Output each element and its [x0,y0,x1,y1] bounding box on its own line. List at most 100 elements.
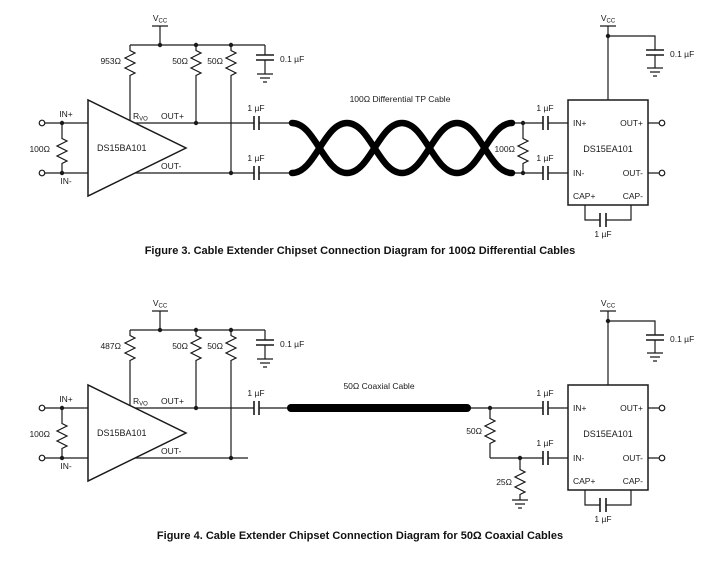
fig3-rx-out-minus-label: OUT- [623,168,643,178]
fig3-capacitor-plates [253,49,664,227]
fig3-out2-resistor-label: 50Ω [207,56,223,66]
fig3-input-pos-terminal [38,119,46,127]
fig3-gain-resistor-label: 953Ω [100,56,121,66]
fig4-ground-left-icon [256,358,274,368]
rvo-main: R [133,396,139,406]
fig3-termination-resistor-label: 100Ω [494,144,515,154]
fig3-input-resistor [56,134,68,166]
fig3-couple-cap-bottom-label: 1 µF [247,153,264,163]
fig4-rx-in-minus-label: IN- [573,453,585,463]
vcc-sub: CC [607,304,616,310]
fig3-vcc-right-label: VCC [601,13,616,25]
fig4-input-resistor [56,419,68,451]
fig3-driver-triangle [87,98,188,198]
fig3-receiver-name: DS15EA101 [583,144,633,154]
fig4-vcc-left-label: VCC [153,298,168,310]
fig4-ground-bias-icon [511,499,529,509]
figure4-diagram: VCC 487Ω 50Ω 50Ω 0.1 µF IN+ IN- 100Ω RVO… [29,298,694,542]
fig3-output-pos-terminal [658,119,666,127]
fig3-rx-cap-top-label: 1 µF [536,103,553,113]
vcc-main: V [601,298,607,308]
vcc-main: V [153,298,159,308]
fig4-rx-cap-bottom-label: 1 µF [536,438,553,448]
fig3-rx-in-minus-label: IN- [573,168,585,178]
fig4-rx-out-minus-label: OUT- [623,453,643,463]
rvo-sub: VO [139,117,148,123]
fig4-out1-resistor-label: 50Ω [172,341,188,351]
fig4-ground-right-icon [646,352,664,362]
vcc-sub: CC [159,304,168,310]
fig3-vcc-left-label: VCC [153,13,168,25]
fig4-out-minus-label: OUT- [161,446,181,456]
fig4-rx-cap-top-label: 1 µF [536,388,553,398]
fig3-output-neg-terminal [658,169,666,177]
fig3-input-neg-terminal [38,169,46,177]
fig4-gain-resistor [124,331,136,363]
fig4-input-resistor-label: 100Ω [29,429,50,439]
vcc-main: V [153,13,159,23]
fig3-caption: Figure 3. Cable Extender Chipset Connect… [145,245,576,257]
fig3-termination-resistor [517,134,529,166]
fig4-output-neg-terminal [658,454,666,462]
fig3-ground-right-icon [646,67,664,77]
fig4-driver-triangle [87,383,188,483]
fig4-rx-cap-plus-label: CAP+ [573,476,595,486]
fig4-rvo-label: RVO [133,396,148,408]
fig3-input-resistor-label: 100Ω [29,144,50,154]
fig4-input-neg-terminal [38,454,46,462]
fig3-pump-cap-label: 1 µF [594,229,611,239]
vcc-main: V [601,13,607,23]
fig4-in-minus-label: IN- [60,461,72,471]
rvo-sub: VO [139,402,148,408]
fig4-couple-cap-top-label: 1 µF [247,388,264,398]
fig3-rvo-label: RVO [133,111,148,123]
fig4-vcc-right-label: VCC [601,298,616,310]
fig3-in-plus-label: IN+ [59,109,73,119]
fig3-rx-cap-plus-label: CAP+ [573,191,595,201]
vcc-sub: CC [607,19,616,25]
fig4-bias-resistor [514,465,526,497]
fig3-receiver-box [567,99,649,206]
fig4-capacitor-plates [253,334,664,512]
fig4-out-plus-label: OUT+ [161,396,184,406]
fig3-out1-resistor [190,46,202,78]
fig3-bypass-cap-right-label: 0.1 µF [670,49,694,59]
fig4-termination-resistor [484,414,496,446]
fig3-rx-in-plus-label: IN+ [573,118,587,128]
fig3-bypass-cap-left-label: 0.1 µF [280,54,304,64]
fig3-out2-resistor [225,46,237,78]
fig4-rx-out-plus-label: OUT+ [620,403,643,413]
fig4-receiver-name: DS15EA101 [583,429,633,439]
fig4-output-pos-terminal [658,404,666,412]
fig4-driver-name: DS15BA101 [97,428,147,438]
figure3-diagram: VCC 953Ω 50Ω 50Ω 0.1 µF IN+ IN- 100Ω RVO… [29,13,694,257]
fig3-cable-label: 100Ω Differential TP Cable [350,94,451,104]
fig3-driver-name: DS15BA101 [97,143,147,153]
fig4-pump-cap-label: 1 µF [594,514,611,524]
fig4-bypass-cap-right-label: 0.1 µF [670,334,694,344]
fig4-out2-resistor-label: 50Ω [207,341,223,351]
fig3-out-plus-label: OUT+ [161,111,184,121]
fig3-out-minus-label: OUT- [161,161,181,171]
fig3-twisted-pair-cable-strand-a [288,119,516,177]
fig4-cable-label: 50Ω Coaxial Cable [343,381,414,391]
fig4-gain-resistor-label: 487Ω [100,341,121,351]
fig3-in-minus-label: IN- [60,176,72,186]
fig4-receiver-box [567,384,649,491]
fig3-gain-resistor [124,46,136,78]
fig3-rx-cap-bottom-label: 1 µF [536,153,553,163]
fig3-out1-resistor-label: 50Ω [172,56,188,66]
fig3-couple-cap-top-label: 1 µF [247,103,264,113]
fig4-in-plus-label: IN+ [59,394,73,404]
rvo-main: R [133,111,139,121]
fig4-rx-in-plus-label: IN+ [573,403,587,413]
fig3-rx-cap-minus-label: CAP- [623,191,643,201]
fig4-termination-resistor-label: 50Ω [466,426,482,436]
vcc-sub: CC [159,19,168,25]
fig4-bypass-cap-left-label: 0.1 µF [280,339,304,349]
fig4-out1-resistor [190,331,202,363]
fig3-rx-out-plus-label: OUT+ [620,118,643,128]
fig3-twisted-pair-cable-strand-b [288,119,516,177]
